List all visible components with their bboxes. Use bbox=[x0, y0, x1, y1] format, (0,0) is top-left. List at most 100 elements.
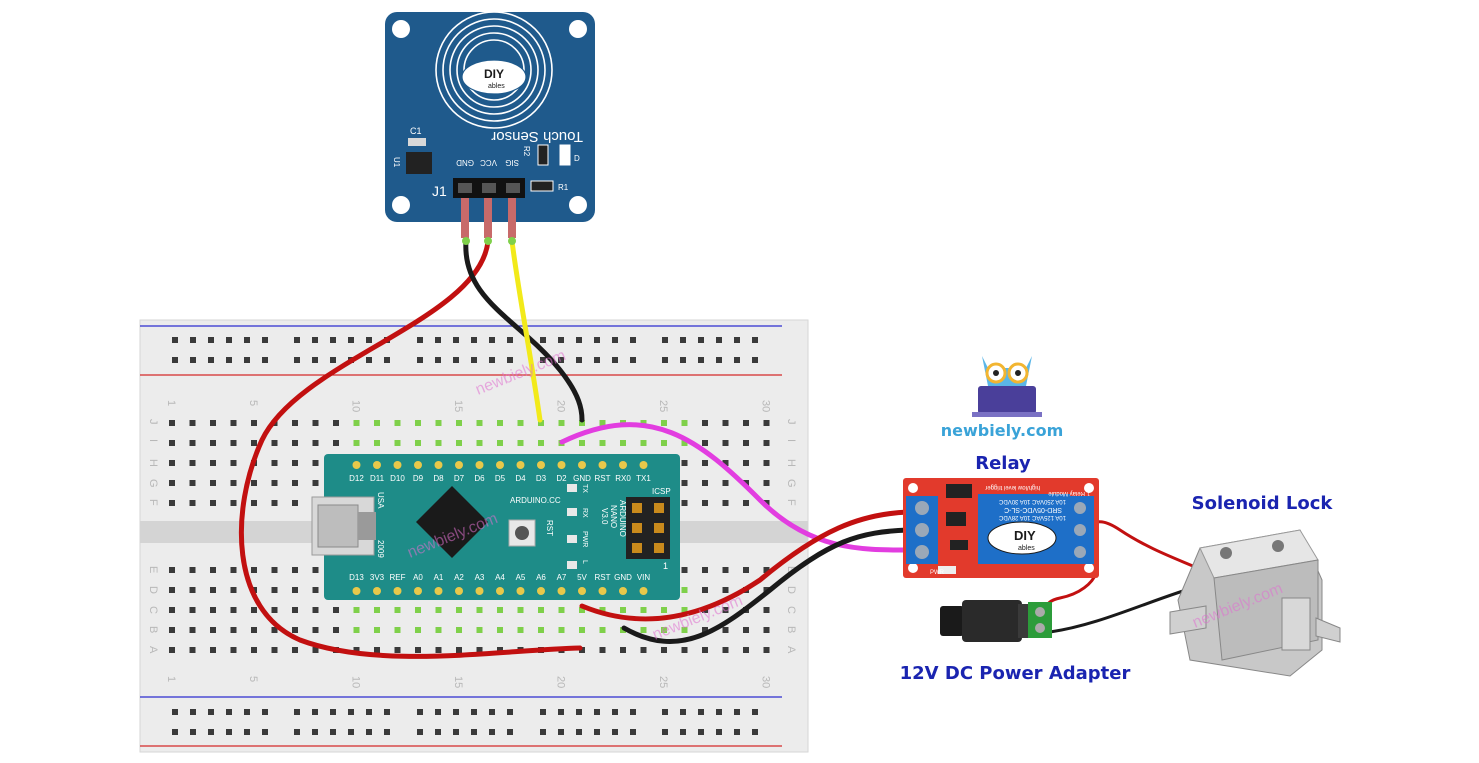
breadboard-hole bbox=[353, 647, 360, 653]
rail-hole bbox=[734, 709, 740, 715]
breadboard-hole bbox=[230, 420, 237, 426]
breadboard-hole bbox=[702, 587, 708, 593]
breadboard-hole bbox=[722, 480, 729, 486]
breadboard-row-letter: B bbox=[147, 626, 159, 633]
breadboard-hole bbox=[415, 607, 421, 613]
rail-hole bbox=[384, 729, 390, 735]
rail-hole bbox=[312, 729, 318, 735]
breadboard-hole bbox=[435, 647, 442, 653]
breadboard-hole bbox=[230, 587, 237, 593]
rail-hole bbox=[680, 709, 686, 715]
breadboard-hole bbox=[374, 440, 380, 446]
label-solenoid: Solenoid Lock bbox=[1192, 493, 1334, 514]
nano-pin-pad bbox=[475, 461, 484, 469]
breadboard-hole bbox=[251, 627, 257, 633]
breadboard-hole bbox=[497, 627, 503, 633]
relay-model: SRD-05VDC-SL-C bbox=[1004, 506, 1062, 513]
solenoid-lock bbox=[1169, 529, 1341, 677]
breadboard-hole bbox=[189, 607, 196, 613]
nano-pin-pad bbox=[455, 461, 463, 469]
rail-hole bbox=[662, 729, 668, 735]
rail-hole bbox=[244, 729, 250, 735]
breadboard-row-letter: I bbox=[785, 439, 797, 442]
breadboard-row-letter: I bbox=[147, 439, 159, 442]
breadboard-hole bbox=[435, 607, 442, 613]
rail-hole bbox=[471, 729, 477, 735]
rail-hole bbox=[752, 709, 758, 715]
nano-pin-pad bbox=[434, 587, 443, 595]
breadboard-hole bbox=[743, 627, 749, 633]
nano-top-pin-label: GND bbox=[573, 474, 591, 483]
wire-5v-relay bbox=[579, 509, 911, 622]
breadboard-row-letter: H bbox=[147, 459, 159, 467]
breadboard-hole bbox=[333, 420, 339, 426]
breadboard-column-number: 15 bbox=[452, 676, 464, 688]
rail-hole bbox=[417, 357, 423, 363]
breadboard-hole bbox=[251, 440, 257, 446]
breadboard-hole bbox=[681, 480, 688, 486]
nano-top-pin-label: D11 bbox=[370, 474, 385, 483]
sensor-pin-gnd: GND bbox=[456, 158, 474, 167]
breadboard-hole bbox=[271, 480, 278, 486]
rail-hole bbox=[662, 357, 668, 363]
breadboard-column-number: 1 bbox=[165, 676, 177, 682]
rail-hole bbox=[662, 709, 668, 715]
nano-bottom-pin-label: VIN bbox=[637, 573, 651, 582]
breadboard-hole bbox=[312, 420, 319, 426]
sensor-pin-sig: SIG bbox=[505, 158, 519, 167]
rail-hole bbox=[208, 729, 214, 735]
rail-hole bbox=[558, 709, 564, 715]
nano-icsp: ICSP bbox=[652, 487, 671, 496]
rail-hole bbox=[453, 357, 459, 363]
breadboard-hole bbox=[456, 607, 462, 613]
rail-hole bbox=[540, 729, 546, 735]
breadboard-hole bbox=[763, 440, 770, 446]
breadboard-row-letter: A bbox=[147, 646, 159, 654]
breadboard-row-letter: G bbox=[147, 479, 159, 488]
rail-hole bbox=[226, 337, 232, 343]
rail-hole bbox=[507, 357, 513, 363]
rail-hole bbox=[540, 337, 546, 343]
nano-model-3: V3.0 bbox=[600, 508, 609, 525]
rail-hole bbox=[330, 357, 336, 363]
breadboard-hole bbox=[681, 647, 688, 653]
nano-pin1: 1 bbox=[663, 561, 668, 571]
rail-hole bbox=[294, 357, 300, 363]
breadboard-hole bbox=[702, 647, 708, 653]
nano-pin-pad bbox=[373, 587, 381, 595]
breadboard-hole bbox=[743, 420, 749, 426]
breadboard-row-letter: B bbox=[785, 626, 797, 633]
rail-hole bbox=[734, 337, 740, 343]
rail-hole bbox=[384, 357, 390, 363]
rail-hole bbox=[698, 357, 704, 363]
breadboard-hole bbox=[497, 647, 503, 653]
rail-hole bbox=[453, 729, 459, 735]
rail-hole bbox=[330, 729, 336, 735]
breadboard-hole bbox=[681, 500, 688, 506]
breadboard-hole bbox=[230, 607, 237, 613]
breadboard-column-number: 20 bbox=[555, 400, 567, 412]
breadboard-hole bbox=[681, 627, 688, 633]
rail-hole bbox=[366, 709, 372, 715]
rail-hole bbox=[612, 729, 618, 735]
breadboard-hole bbox=[210, 647, 216, 653]
nano-bottom-pin-label: RST bbox=[595, 573, 611, 582]
nano-bottom-pin-label: A0 bbox=[413, 573, 423, 582]
breadboard-hole bbox=[456, 647, 462, 653]
breadboard-hole bbox=[722, 460, 729, 466]
nano-bottom-pin-label: A5 bbox=[516, 573, 526, 582]
label-site: newbiely.com bbox=[941, 421, 1063, 440]
breadboard-hole bbox=[435, 627, 442, 633]
nano-model-1: ARDUINO bbox=[618, 500, 627, 537]
breadboard-hole bbox=[271, 460, 278, 466]
nano-pin-pad bbox=[557, 461, 566, 469]
breadboard-hole bbox=[271, 567, 278, 573]
breadboard-hole bbox=[312, 587, 319, 593]
rail-hole bbox=[190, 729, 196, 735]
rail-hole bbox=[734, 357, 740, 363]
breadboard-hole bbox=[230, 627, 237, 633]
rail-hole bbox=[208, 357, 214, 363]
breadboard-hole bbox=[230, 460, 237, 466]
breadboard-hole bbox=[579, 627, 585, 633]
